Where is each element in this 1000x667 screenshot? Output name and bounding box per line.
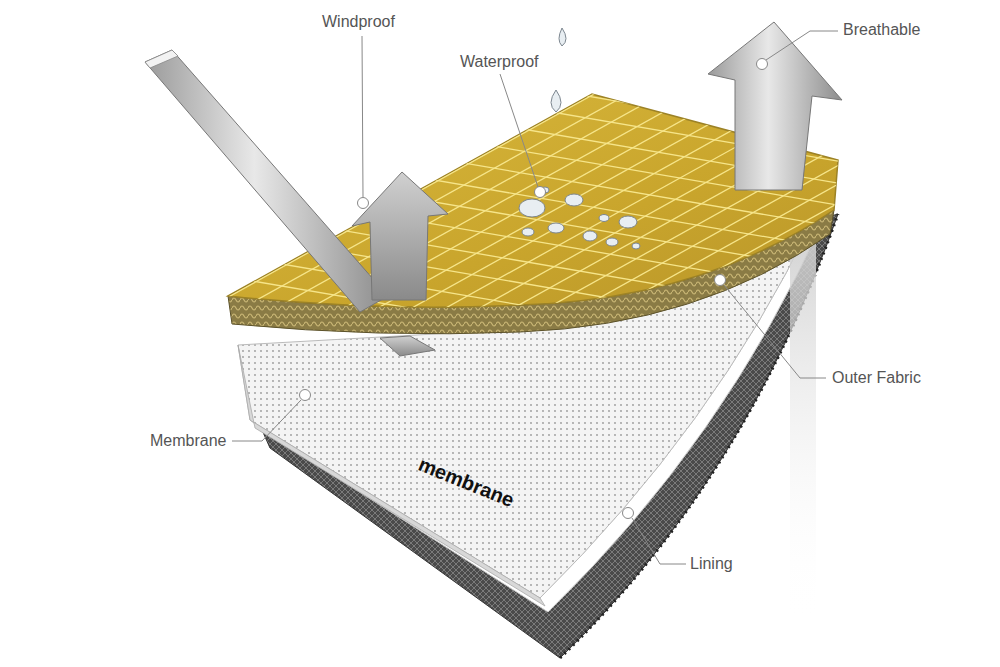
grid-line	[269, 84, 815, 387]
grid-line	[397, 152, 914, 241]
wind-bar-cap	[145, 50, 178, 68]
windproof-label: Windproof	[322, 12, 395, 31]
grid-line	[384, 115, 930, 418]
breathable-label: Breathable	[843, 20, 920, 39]
breathable-arrow	[708, 22, 842, 190]
grid-line	[498, 145, 1000, 448]
membrane-label: Membrane	[150, 431, 226, 450]
fabric-grid	[94, 0, 1000, 467]
grid-line	[94, 320, 611, 409]
outer-fabric-label: Outer Fabric	[832, 368, 921, 387]
grid-line	[132, 47, 678, 350]
leader-lines	[232, 31, 838, 564]
breath-band	[790, 240, 816, 620]
waterproof-label: Waterproof	[460, 52, 539, 71]
grid-line	[406, 121, 952, 424]
grid-line	[427, 135, 944, 224]
wind-deflect	[380, 336, 435, 356]
grid-line	[185, 269, 702, 358]
grid-line	[124, 303, 641, 392]
grid-line	[566, 164, 1000, 467]
wind-up-arrow	[352, 172, 448, 300]
membrane-edge	[238, 345, 545, 606]
grid-line	[178, 60, 724, 363]
grid-line	[361, 109, 907, 412]
grid-line	[458, 118, 975, 207]
wind-bar	[145, 50, 388, 312]
grid-line	[544, 158, 1000, 461]
lining-label: Lining	[690, 554, 733, 573]
grid-line	[429, 127, 975, 430]
grid-line	[155, 53, 701, 356]
grid-line	[110, 41, 656, 344]
grid-line	[452, 133, 998, 436]
grid-line	[215, 253, 732, 342]
grid-line	[521, 151, 1000, 454]
